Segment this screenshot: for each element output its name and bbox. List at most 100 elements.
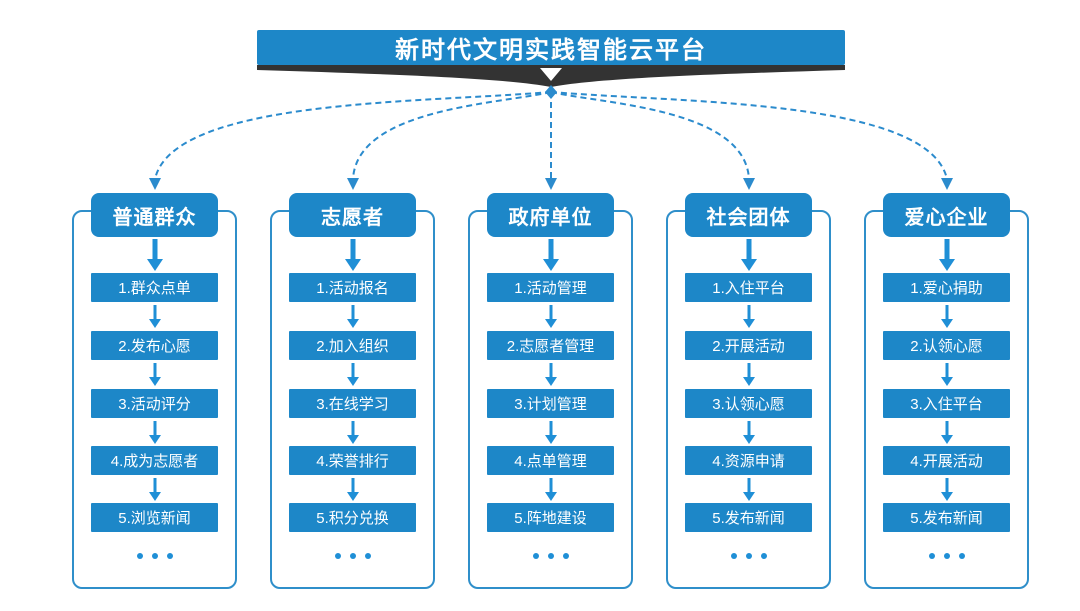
column-header: 社会团体 xyxy=(685,193,812,237)
arrowhead-icon xyxy=(941,178,953,190)
arrow-shaft xyxy=(549,478,552,492)
down-arrow-icon xyxy=(346,492,359,501)
column-header: 志愿者 xyxy=(289,193,416,237)
more-steps-ellipsis xyxy=(468,541,633,571)
step-box: 4.开展活动 xyxy=(883,446,1010,475)
step-box: 5.发布新闻 xyxy=(685,503,812,532)
platform-title-banner: 新时代文明实践智能云平台 xyxy=(257,30,845,65)
step-box: 3.入住平台 xyxy=(883,389,1010,418)
arrow-shaft xyxy=(747,478,750,492)
arrow-shaft xyxy=(747,421,750,435)
down-arrow-icon xyxy=(544,492,557,501)
down-arrow-icon xyxy=(742,319,755,328)
column-social-group: 社会团体 1.入住平台 2.开展活动 3.认领心愿 4.资源申请 5.发布新闻 xyxy=(666,193,831,593)
down-arrow-icon xyxy=(148,492,161,501)
step-box: 1.群众点单 xyxy=(91,273,218,302)
down-arrow-icon xyxy=(940,492,953,501)
arrowhead-icon xyxy=(545,178,557,190)
ellipsis-dot xyxy=(364,553,371,559)
arrow-shaft xyxy=(153,421,156,435)
step-box: 2.认领心愿 xyxy=(883,331,1010,360)
arrow-shaft xyxy=(153,305,156,319)
arrowhead-icon xyxy=(743,178,755,190)
step-box: 4.点单管理 xyxy=(487,446,614,475)
down-arrow-icon xyxy=(742,492,755,501)
step-box: 5.积分兑换 xyxy=(289,503,416,532)
column-caring-enterprise: 爱心企业 1.爱心捐助 2.认领心愿 3.入住平台 4.开展活动 5.发布新闻 xyxy=(864,193,1029,593)
platform-title: 新时代文明实践智能云平台 xyxy=(395,37,707,64)
arrow-shaft xyxy=(152,239,157,259)
down-arrow-icon xyxy=(542,259,559,271)
step-box: 5.浏览新闻 xyxy=(91,503,218,532)
more-steps-ellipsis xyxy=(72,541,237,571)
more-steps-ellipsis xyxy=(270,541,435,571)
arrow-shaft xyxy=(549,363,552,377)
arrowhead-icon xyxy=(149,178,161,190)
down-arrow-icon xyxy=(940,435,953,444)
down-arrow-icon xyxy=(146,259,163,271)
arrow-shaft xyxy=(548,239,553,259)
dashed-connector-col5 xyxy=(550,91,948,180)
step-box: 3.认领心愿 xyxy=(685,389,812,418)
down-arrow-icon xyxy=(544,377,557,386)
step-box: 5.阵地建设 xyxy=(487,503,614,532)
arrow-shaft xyxy=(351,478,354,492)
arrowhead-icon xyxy=(347,178,359,190)
down-arrow-icon xyxy=(544,319,557,328)
banner-ribbon xyxy=(257,65,845,87)
ellipsis-dot xyxy=(532,553,539,559)
step-box: 4.成为志愿者 xyxy=(91,446,218,475)
column-header: 爱心企业 xyxy=(883,193,1010,237)
step-box: 2.开展活动 xyxy=(685,331,812,360)
column-header: 政府单位 xyxy=(487,193,614,237)
step-box: 1.爱心捐助 xyxy=(883,273,1010,302)
arrow-shaft xyxy=(351,363,354,377)
arrow-shaft xyxy=(944,239,949,259)
down-arrow-icon xyxy=(344,259,361,271)
ellipsis-dot xyxy=(136,553,143,559)
arrow-shaft xyxy=(351,421,354,435)
down-arrow-icon xyxy=(346,377,359,386)
step-box: 3.在线学习 xyxy=(289,389,416,418)
ellipsis-dot xyxy=(547,553,554,559)
ellipsis-dot xyxy=(943,553,950,559)
down-arrow-icon xyxy=(940,319,953,328)
arrow-shaft xyxy=(945,363,948,377)
arrow-shaft xyxy=(945,478,948,492)
ellipsis-dot xyxy=(562,553,569,559)
more-steps-ellipsis xyxy=(666,541,831,571)
column-ordinary-public: 普通群众 1.群众点单 2.发布心愿 3.活动评分 4.成为志愿者 5.浏览新闻 xyxy=(72,193,237,593)
step-box: 4.资源申请 xyxy=(685,446,812,475)
down-arrow-icon xyxy=(740,259,757,271)
down-arrow-icon xyxy=(148,377,161,386)
down-arrow-icon xyxy=(346,435,359,444)
step-box: 1.入住平台 xyxy=(685,273,812,302)
down-arrow-icon xyxy=(940,377,953,386)
more-steps-ellipsis xyxy=(864,541,1029,571)
ellipsis-dot xyxy=(760,553,767,559)
step-box: 1.活动管理 xyxy=(487,273,614,302)
ellipsis-dot xyxy=(928,553,935,559)
column-government: 政府单位 1.活动管理 2.志愿者管理 3.计划管理 4.点单管理 5.阵地建设 xyxy=(468,193,633,593)
column-volunteer: 志愿者 1.活动报名 2.加入组织 3.在线学习 4.荣誉排行 5.积分兑换 xyxy=(270,193,435,593)
arrow-shaft xyxy=(747,363,750,377)
dashed-connector-col1 xyxy=(154,91,552,180)
step-box: 5.发布新闻 xyxy=(883,503,1010,532)
arrow-shaft xyxy=(153,363,156,377)
ellipsis-dot xyxy=(349,553,356,559)
step-box: 2.发布心愿 xyxy=(91,331,218,360)
dashed-connector-col4 xyxy=(550,91,750,180)
step-box: 2.志愿者管理 xyxy=(487,331,614,360)
step-box: 2.加入组织 xyxy=(289,331,416,360)
arrow-shaft xyxy=(351,305,354,319)
step-box: 4.荣誉排行 xyxy=(289,446,416,475)
ellipsis-dot xyxy=(730,553,737,559)
step-box: 3.计划管理 xyxy=(487,389,614,418)
down-arrow-icon xyxy=(938,259,955,271)
step-box: 3.活动评分 xyxy=(91,389,218,418)
arrow-shaft xyxy=(153,478,156,492)
down-arrow-icon xyxy=(346,319,359,328)
arrow-shaft xyxy=(350,239,355,259)
arrow-shaft xyxy=(945,305,948,319)
